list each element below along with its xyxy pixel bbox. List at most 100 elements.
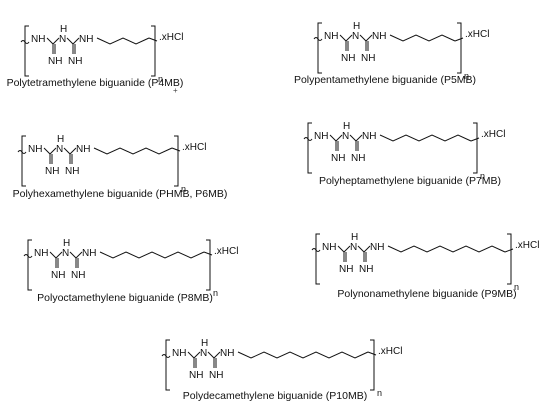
bond: [193, 351, 201, 359]
wavy-bond: [161, 354, 171, 358]
bond: [75, 251, 83, 259]
bond: [43, 147, 51, 155]
bond: [335, 134, 343, 142]
hcl-salt-label: .xHCl: [481, 129, 505, 140]
right-bracket: [473, 122, 478, 174]
methylene-chain: [387, 245, 506, 253]
bond: [72, 37, 80, 45]
nh-label: NH: [172, 348, 186, 359]
right-bracket: [370, 339, 375, 391]
bond: [470, 137, 480, 142]
bond: [69, 147, 77, 155]
bond: [337, 245, 345, 253]
bond: [343, 245, 351, 253]
nh-label: NH: [76, 144, 90, 155]
nh-label: NH: [51, 270, 65, 281]
subscript-n: n: [480, 171, 485, 181]
caption-p6mb: Polyhexamethylene biguanide (PHMB, P6MB): [12, 188, 228, 200]
bond: [359, 34, 367, 42]
bond: [367, 351, 377, 356]
nh-label: NH: [71, 270, 85, 281]
n-label: N: [200, 348, 207, 359]
h-label: H: [351, 232, 358, 243]
bond: [187, 351, 195, 359]
hcl-salt-label: .xHCl: [465, 29, 489, 40]
right-bracket: [507, 233, 512, 285]
methylene-chain: [99, 251, 205, 259]
nh-label: NH: [372, 31, 386, 42]
methylene-chain: [389, 34, 456, 42]
wavy-bond: [17, 150, 27, 154]
nh-label: NH: [339, 264, 353, 275]
bond: [66, 37, 74, 45]
subscript-n: n: [213, 288, 218, 298]
nh-label: NH: [45, 166, 59, 177]
n-label: N: [352, 31, 359, 42]
left-bracket: [315, 233, 320, 285]
bond: [52, 37, 60, 45]
nh-label: NH: [359, 264, 373, 275]
right-bracket: [151, 25, 156, 77]
left-bracket: [165, 339, 170, 391]
bond: [148, 37, 158, 42]
nh-label: NH: [68, 56, 82, 67]
subscript-n: n: [158, 74, 163, 84]
left-bracket: [317, 22, 322, 74]
left-bracket: [307, 122, 312, 174]
nh-label: NH: [189, 370, 203, 381]
caption-p5mb: Polypentamethylene biguanide (P5MB): [293, 74, 477, 86]
subscript-n: n: [514, 282, 519, 292]
n-label: N: [62, 248, 69, 259]
hcl-salt-label: .xHCl: [378, 346, 402, 357]
nh-label: NH: [28, 144, 42, 155]
nh-label: NH: [82, 248, 96, 259]
h-label: H: [57, 134, 64, 145]
n-label: N: [350, 242, 357, 253]
nh-label: NH: [351, 153, 365, 164]
nh-label: NH: [79, 34, 93, 45]
bond: [171, 147, 181, 152]
wavy-bond: [311, 248, 321, 252]
subscript-n: n: [377, 388, 382, 398]
nh-label: NH: [362, 131, 376, 142]
bond: [355, 134, 363, 142]
nh-label: NH: [322, 242, 336, 253]
methylene-chain: [93, 147, 173, 155]
methylene-chain: [237, 351, 369, 359]
n-label: N: [59, 34, 66, 45]
bond: [203, 251, 213, 256]
wavy-bond: [20, 40, 30, 44]
bond: [55, 251, 63, 259]
nh-label: NH: [34, 248, 48, 259]
wavy-bond: [313, 37, 323, 41]
nh-label: NH: [370, 242, 384, 253]
bond: [454, 37, 464, 42]
right-bracket: [174, 135, 179, 187]
nh-label: NH: [324, 31, 338, 42]
bond: [349, 134, 357, 142]
wavy-bond: [303, 137, 313, 141]
caption-p10mb: Polydecamethylene biguanide (P10MB): [182, 390, 368, 402]
methylene-chain: [96, 37, 150, 45]
hcl-salt-label: .xHCl: [182, 142, 206, 153]
nh-label: NH: [220, 348, 234, 359]
bond: [63, 147, 71, 155]
right-bracket: [457, 22, 462, 74]
subscript-n: n: [181, 184, 186, 194]
subscript-n: n: [464, 71, 469, 81]
right-bracket: [206, 239, 211, 291]
bond: [504, 248, 514, 253]
bond: [329, 134, 337, 142]
bond: [363, 245, 371, 253]
nh-label: NH: [209, 370, 223, 381]
left-bracket: [21, 135, 26, 187]
stray-mark: +: [173, 86, 178, 95]
bond: [46, 37, 54, 45]
h-label: H: [60, 24, 67, 35]
hcl-salt-label: .xHCl: [214, 246, 238, 257]
